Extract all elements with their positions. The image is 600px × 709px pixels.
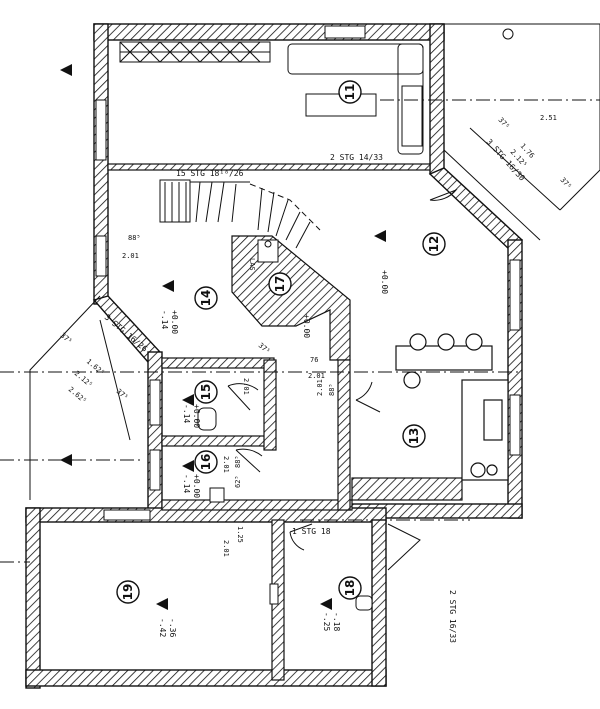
dim-885b: 88⁵ bbox=[328, 383, 336, 396]
las-label: LAS bbox=[248, 258, 256, 271]
room-18-level: -.18 bbox=[332, 612, 341, 631]
dim-885c: 88⁵ bbox=[234, 455, 242, 468]
room-17-level: +0.00 bbox=[302, 314, 311, 338]
dim-201c: 2.01 bbox=[316, 379, 324, 396]
dim-125: 1.25 bbox=[236, 526, 244, 543]
dim-1625: 1.62⁵ bbox=[85, 357, 106, 377]
room-15-number: 15 bbox=[199, 384, 213, 401]
room-16-level: +0.00 bbox=[192, 474, 201, 498]
dim-376e: 37⁵ bbox=[257, 341, 272, 355]
room-13-number: 13 bbox=[407, 428, 421, 445]
dim-2625: 2.62⁵ bbox=[67, 385, 88, 405]
dim-376a: 37⁵ bbox=[497, 116, 511, 131]
room-numbers: 11 12 13 14 17 15 16 18 19 bbox=[121, 84, 441, 601]
interior-walls bbox=[107, 163, 463, 681]
dim-62: 62⁵ bbox=[234, 475, 242, 488]
room-19-area: -.42 bbox=[158, 618, 167, 637]
dim-376b: 37⁵ bbox=[559, 176, 573, 191]
room-17-number: 17 bbox=[273, 276, 287, 293]
main-stair bbox=[159, 179, 321, 249]
room-19-number: 19 bbox=[121, 584, 135, 601]
room-12-number: 12 bbox=[427, 236, 441, 253]
room-markers bbox=[116, 80, 446, 604]
fixtures bbox=[197, 239, 373, 611]
dim-376d: 37⁵ bbox=[115, 387, 130, 401]
level-triangles bbox=[60, 64, 386, 610]
dim-885: 88⁵ bbox=[128, 234, 141, 242]
room-15-area: -.14 bbox=[182, 404, 191, 423]
room-14-level: +0.00 bbox=[170, 310, 179, 334]
axis-lines bbox=[0, 99, 600, 563]
stair-side-label: 2 STG 16/33 bbox=[448, 590, 457, 643]
stair-main-label: 15 STG 18¹⁸/26 bbox=[176, 169, 244, 178]
stair-lower-label: 1 STG 18 bbox=[292, 527, 331, 536]
dim-376c: 37⁵ bbox=[59, 331, 74, 345]
room-12-level: +0.00 bbox=[380, 270, 389, 294]
room-16-area: -.14 bbox=[182, 474, 191, 493]
room-11-number: 11 bbox=[343, 84, 357, 101]
doors bbox=[227, 188, 458, 571]
terrace-outline bbox=[29, 23, 600, 500]
fireplace-hatch bbox=[119, 41, 271, 63]
dim-201f: 2.01 bbox=[222, 540, 230, 557]
kitchen-island bbox=[395, 333, 509, 481]
dim-201a: 2.01 bbox=[122, 252, 139, 260]
room-15-level: +0.00 bbox=[192, 404, 201, 428]
level-labels: +0.00 +0.00 -.14 +0.00 +0.00 -.14 +0.00 … bbox=[158, 270, 389, 637]
dim-251: 2.51 bbox=[540, 114, 557, 122]
dim-201d: 2.01 bbox=[242, 378, 250, 395]
room-14-number: 14 bbox=[199, 290, 213, 307]
dim-201e: 2.01 bbox=[222, 456, 230, 473]
room-16-number: 16 bbox=[199, 454, 213, 471]
room-14-area: -.14 bbox=[160, 310, 169, 329]
dim-201b: 2.01 bbox=[308, 372, 325, 380]
dim-76: 76 bbox=[310, 356, 318, 364]
room-18-area: -.25 bbox=[322, 612, 331, 631]
dimension-labels: 2.01 88⁵ 76 2.01 88⁵ 2.01 2.01 2.51 37⁵ … bbox=[59, 114, 573, 557]
windows bbox=[95, 25, 521, 521]
room-19-level: -.36 bbox=[168, 618, 177, 637]
room-18-number: 18 bbox=[343, 580, 357, 597]
stair-living-label: 2 STG 14/33 bbox=[330, 153, 383, 162]
